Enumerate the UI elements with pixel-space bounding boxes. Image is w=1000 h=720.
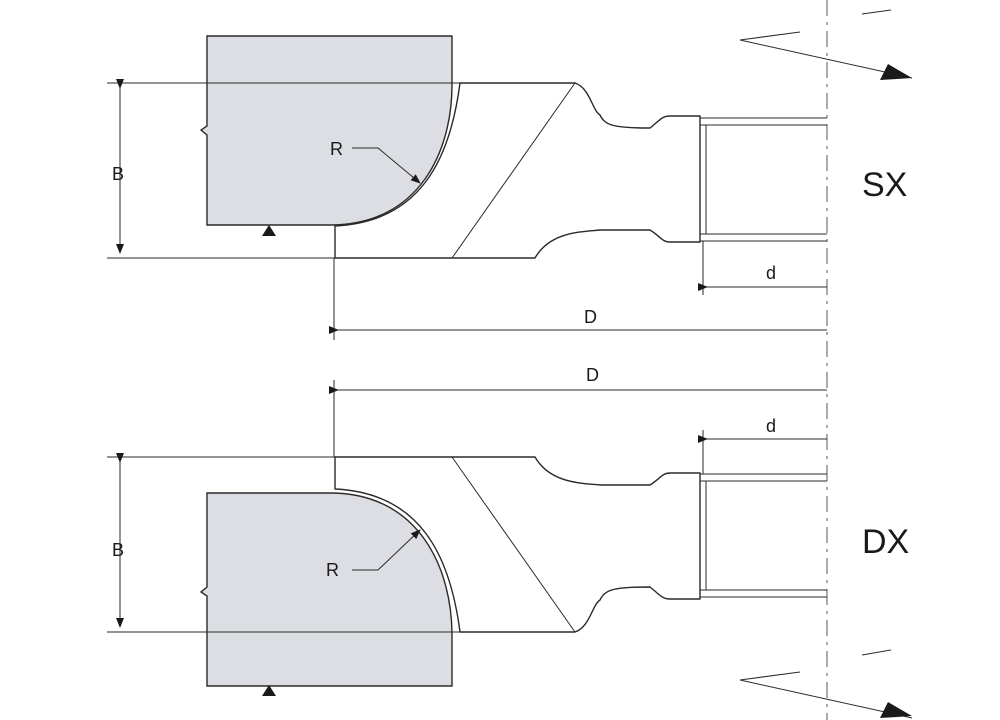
view-dx: D d B R DX	[107, 365, 913, 719]
dim-label-d-small-dx: d	[766, 416, 776, 436]
rotation-arrowhead-icon-sx	[880, 64, 912, 80]
dim-label-r-dx: R	[326, 560, 339, 580]
cutter-bevel-line-dx	[451, 456, 576, 633]
dim-label-d-large-sx: D	[584, 307, 597, 327]
reference-triangle-icon-sx	[262, 225, 276, 236]
variant-label-dx: DX	[862, 523, 909, 561]
dim-label-d-small-sx: d	[766, 263, 776, 283]
cutter-profile-sx	[334, 82, 701, 259]
workpiece-dx	[199, 492, 453, 687]
variant-label-sx: SX	[862, 166, 907, 204]
rotation-arrowhead-icon-dx	[880, 702, 912, 718]
leader-r-dx	[352, 529, 421, 571]
dim-label-b-dx: B	[112, 540, 124, 560]
dim-label-d-large-dx: D	[586, 365, 599, 385]
dim-label-r-sx: R	[330, 139, 343, 159]
cutter-profile-dx	[334, 456, 701, 633]
cutter-bevel-line-sx	[451, 82, 576, 259]
leader-r-sx	[352, 147, 421, 184]
view-sx: B R d D SX	[107, 9, 913, 340]
dim-label-b-sx: B	[112, 164, 124, 184]
reference-triangle-icon-dx	[262, 685, 276, 696]
rotation-arrow-icon-sx	[739, 9, 913, 79]
